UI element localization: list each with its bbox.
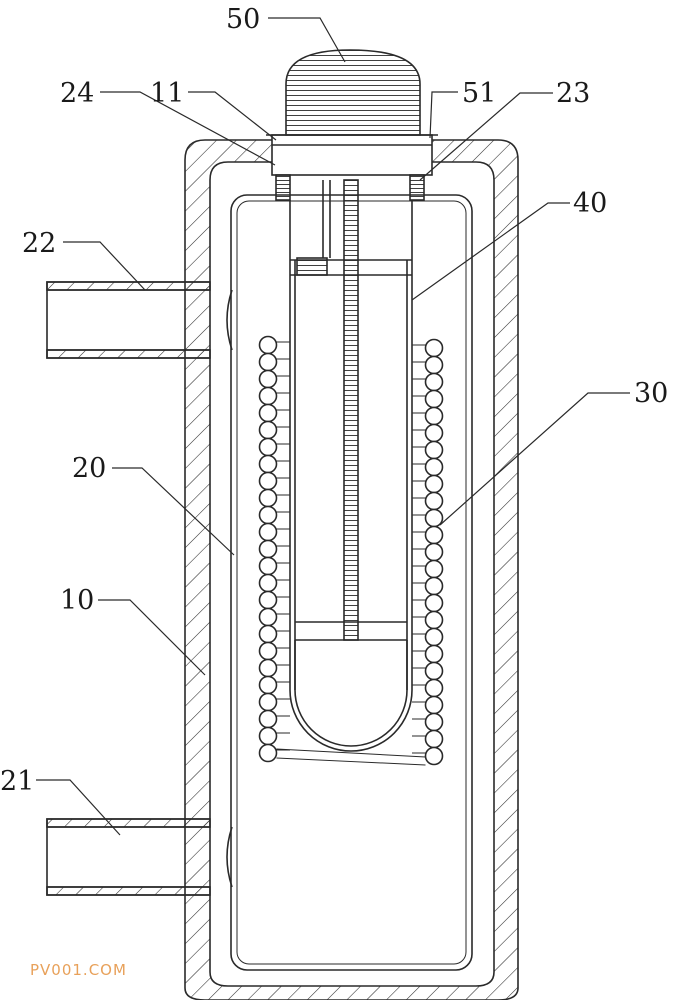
coil-turn-left [258, 369, 278, 389]
coil-turn-right [424, 542, 444, 562]
coil-turn-left [258, 641, 278, 661]
coil-turn-left [258, 675, 278, 695]
label-21: 21 [0, 766, 34, 797]
coil-turn-right [424, 610, 444, 630]
coil-turn-left [258, 539, 278, 559]
coil-turn-right [424, 474, 444, 494]
coil-turn-left [258, 386, 278, 406]
coil-turn-left [258, 471, 278, 491]
coil-turn-right [424, 440, 444, 460]
coil-turn-right [424, 627, 444, 647]
coil-turn-left [258, 573, 278, 593]
coil-turn-left [258, 590, 278, 610]
label-40: 40 [573, 188, 607, 219]
coil-turn-right [424, 423, 444, 443]
coil-turn-right [424, 729, 444, 749]
heating-coil [258, 335, 444, 766]
label-23: 23 [556, 78, 590, 109]
coil-bottom-link [276, 748, 426, 766]
coil-turn-right [424, 372, 444, 392]
coil-turn-right [424, 406, 444, 426]
coil-turn-left [258, 352, 278, 372]
label-50: 50 [226, 4, 260, 35]
coil-turn-right [424, 695, 444, 715]
coil-turn-right [424, 355, 444, 375]
coil-turn-right [424, 525, 444, 545]
coil-turn-right [424, 389, 444, 409]
coil-turn-left [258, 709, 278, 729]
tube-bottom [294, 640, 408, 747]
label-24: 24 [60, 78, 94, 109]
coil-turn-left [258, 420, 278, 440]
coil-turn-left [258, 437, 278, 457]
label-11: 11 [150, 78, 184, 109]
coil-turn-right [424, 661, 444, 681]
coil-turn-left [258, 488, 278, 508]
coil-turn-left [258, 522, 278, 542]
coil-turn-left [258, 658, 278, 678]
coil-turn-right [424, 593, 444, 613]
label-51: 51 [462, 78, 496, 109]
coil-turn-right [424, 678, 444, 698]
coil-turn-left [258, 726, 278, 746]
coil-turn-right [424, 712, 444, 732]
coil-turn-left [258, 403, 278, 423]
coil-turn-right [424, 576, 444, 596]
label-20: 20 [72, 453, 106, 484]
label-10: 10 [60, 585, 94, 616]
coil-turn-right [424, 746, 444, 766]
coil-turn-right [424, 457, 444, 477]
coil-turn-left [258, 692, 278, 712]
cap [285, 49, 421, 136]
coil-turn-left [258, 607, 278, 627]
coil-turn-left [258, 556, 278, 576]
leader-lines [36, 17, 630, 836]
label-30: 30 [634, 378, 668, 409]
coil-turn-right [424, 338, 444, 358]
coil-turn-left [258, 335, 278, 355]
watermark: PV001.COM [30, 961, 127, 979]
outer-housing-wall [184, 139, 519, 1000]
coil-turn-right [424, 508, 444, 528]
label-22: 22 [22, 228, 56, 259]
neck-socket [271, 134, 433, 176]
coil-turn-left [258, 505, 278, 525]
threaded-rod [343, 179, 359, 641]
coil-turn-left [258, 743, 278, 763]
coil-turn-right [424, 491, 444, 511]
coil-turn-left [258, 454, 278, 474]
coil-turn-right [424, 559, 444, 579]
small-block [296, 257, 328, 276]
coil-turn-left [258, 624, 278, 644]
coil-turn-right [424, 644, 444, 664]
